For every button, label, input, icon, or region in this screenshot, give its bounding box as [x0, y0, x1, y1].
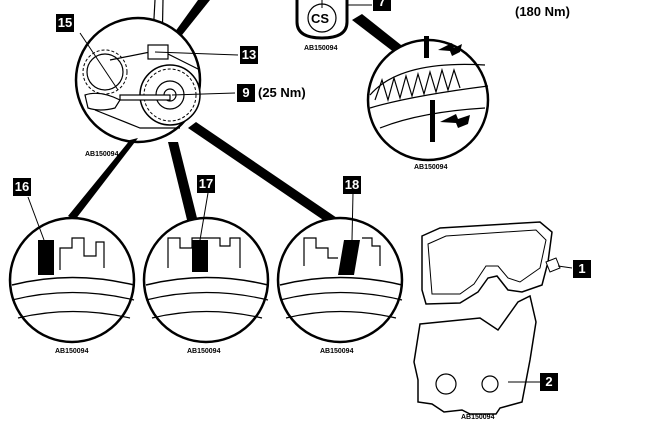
ref-code: AB150094: [55, 348, 89, 355]
callout-13: 13: [240, 46, 258, 64]
callout-7: 7: [373, 0, 391, 11]
ref-code: AB150094: [461, 414, 495, 421]
callout-9: 9: [237, 84, 255, 102]
callout-17: 17: [197, 175, 215, 193]
torque-value-top: (180 Nm): [515, 4, 570, 19]
timing-circle-17: [142, 192, 270, 344]
ref-code: AB150094: [414, 164, 448, 171]
upper-cover: [421, 221, 573, 305]
callout-16: 16: [13, 178, 31, 196]
timing-circle-16: [8, 196, 136, 344]
ref-code: AB150094: [304, 45, 338, 52]
cs-mark-circle: [295, 0, 372, 40]
belt-teeth-detail-circle: [352, 14, 490, 162]
torque-value-9: (25 Nm): [258, 85, 306, 100]
ref-code: AB150094: [187, 348, 221, 355]
lower-cover: [413, 294, 540, 415]
timing-circle-18: [276, 192, 404, 344]
ref-code: AB150094: [85, 151, 119, 158]
callout-15: 15: [56, 14, 74, 32]
cs-mark-label: CS: [311, 11, 330, 26]
callout-2: 2: [540, 373, 558, 391]
pulley-detail-circle: [74, 16, 239, 144]
leader-wedges-lower: [68, 122, 340, 226]
callout-18: 18: [343, 176, 361, 194]
ref-code: AB150094: [320, 348, 354, 355]
callout-1: 1: [573, 260, 591, 278]
